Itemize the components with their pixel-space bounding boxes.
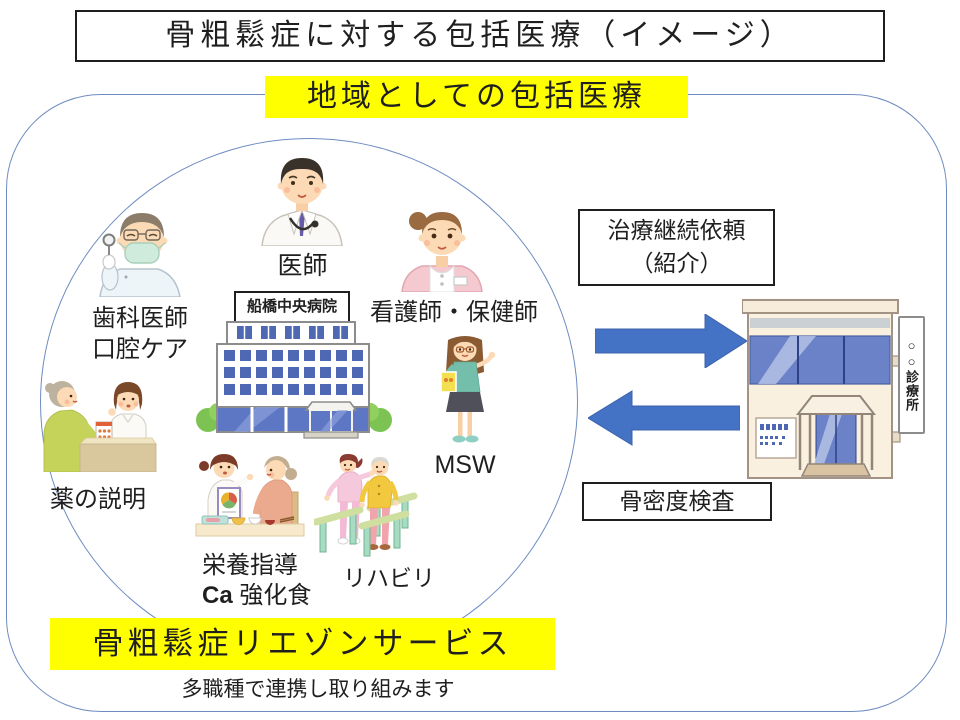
dentist-label: 歯科医師 口腔ケア xyxy=(92,303,188,365)
referral-line1: 治療継続依頼 xyxy=(607,217,746,243)
referral-box: 治療継続依頼 （紹介） xyxy=(578,209,775,286)
clinic-sign: ○○診療所 xyxy=(898,316,925,434)
rehab-label: リハビリ xyxy=(343,565,435,591)
referral-line2: （紹介） xyxy=(630,250,723,276)
clinic-icon xyxy=(742,299,901,479)
bone-density-box: 骨密度検査 xyxy=(582,482,772,521)
dentist-label-line1: 歯科医師 xyxy=(92,305,188,332)
dentist-icon xyxy=(99,213,181,297)
doctor-label: 医師 xyxy=(277,252,328,280)
nutrition-guidance-icon xyxy=(195,454,305,537)
nutrition-label: 栄養指導 Ca 強化食 xyxy=(202,551,311,611)
nutrition-label-line2: Ca 強化食 xyxy=(202,582,312,609)
nurse-icon xyxy=(401,212,483,292)
social-worker-icon xyxy=(440,336,496,443)
nutrition-label-line1: 栄養指導 xyxy=(202,552,298,579)
return-arrow-icon xyxy=(588,390,740,446)
rehabilitation-icon xyxy=(314,454,418,557)
footer-note: 多職種で連携し取り組みます xyxy=(181,678,455,701)
liaison-highlight-label: 骨粗鬆症リエゾンサービス xyxy=(50,618,555,670)
nurse-label: 看護師・保健師 xyxy=(370,299,538,326)
dentist-label-line2: 口腔ケア xyxy=(92,336,188,363)
hospital-icon xyxy=(196,321,392,439)
pharmacy-label: 薬の説明 xyxy=(50,486,146,513)
region-highlight-label: 地域としての包括医療 xyxy=(265,76,688,118)
doctor-icon xyxy=(261,158,343,246)
msw-label: MSW xyxy=(434,451,496,479)
referral-arrow-icon xyxy=(595,314,747,368)
hospital-sign: 船橋中央病院 xyxy=(234,291,350,323)
pharmacist-counseling-icon xyxy=(43,381,157,472)
page-title: 骨粗鬆症に対する包括医療（イメージ） xyxy=(75,10,885,62)
